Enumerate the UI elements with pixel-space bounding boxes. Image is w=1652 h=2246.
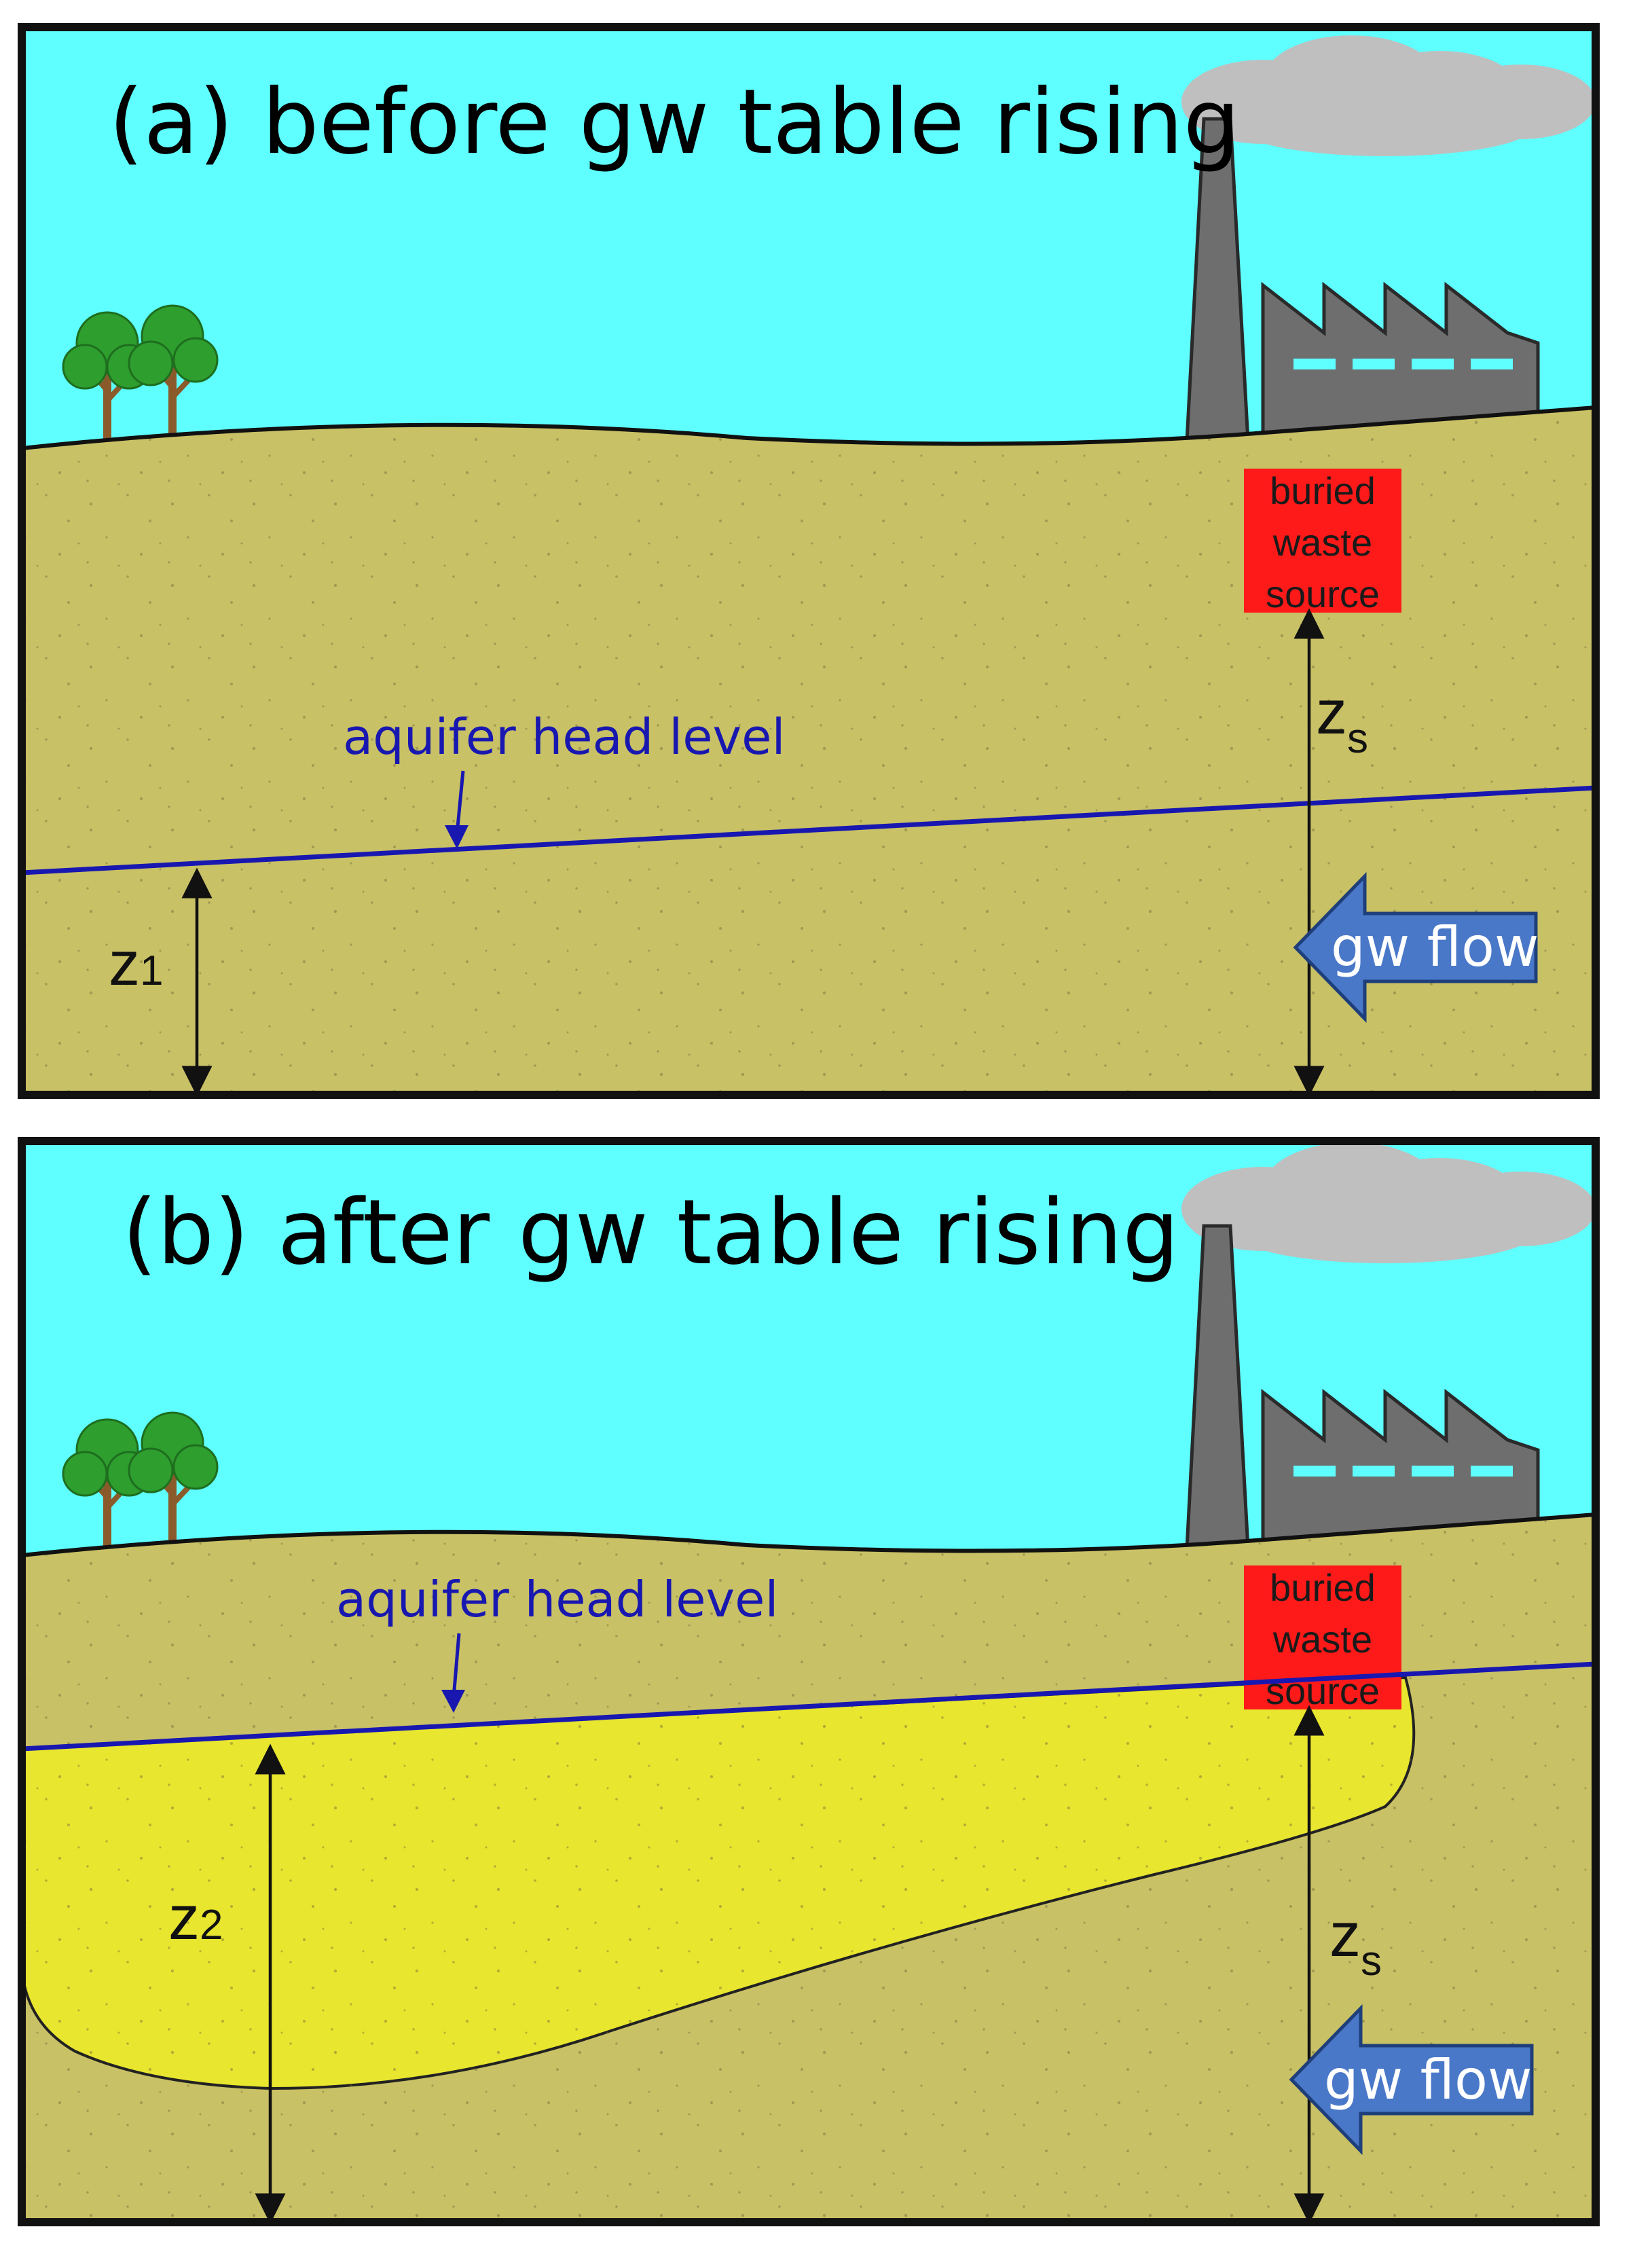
buried-waste-source — [1244, 1565, 1401, 1709]
aquifer-head-label: aquifer head level — [336, 1571, 778, 1628]
factory-windows — [1293, 359, 1513, 369]
panel-a: buried waste source aquifer head level z… — [22, 27, 1596, 1095]
panel-a-title: (a) before gw table rising — [109, 70, 1240, 175]
gw-flow-arrow — [1293, 871, 1538, 1024]
aquifer-pointer-arrowhead — [445, 825, 469, 849]
waste-label-line-2: waste — [1272, 521, 1372, 564]
gw-flow-arrow — [1289, 2004, 1534, 2156]
aquifer-head-label: aquifer head level — [343, 708, 785, 765]
waste-label-line-1: buried — [1270, 469, 1376, 512]
panel-b-title: (b) after gw table rising — [122, 1180, 1179, 1285]
panel-b: buried waste source aquifer head level z… — [22, 1141, 1596, 2222]
factory-building — [1261, 1388, 1540, 1551]
buried-waste-source — [1244, 469, 1401, 613]
waste-label-line-1: buried — [1270, 1566, 1376, 1609]
panel-b-frame — [18, 1137, 1600, 2226]
aquifer-pointer-arrowhead — [441, 1690, 465, 1713]
zs-label: zs — [1329, 1900, 1382, 1985]
tree-icon — [62, 304, 219, 441]
z1-label: z1 — [109, 929, 163, 998]
smoke-cloud — [1181, 35, 1596, 156]
aquifer-head-line — [22, 1661, 1596, 1752]
panel-a-frame — [18, 23, 1600, 1099]
z2-label: z2 — [168, 1883, 223, 1953]
factory-building — [1261, 281, 1540, 443]
gw-flow-label: gw flow — [1324, 2048, 1532, 2112]
tree-icon — [62, 1411, 219, 1548]
aquifer-label-pointer — [455, 770, 465, 835]
aquifer-label-pointer — [452, 1633, 461, 1699]
waste-label-line-2: waste — [1272, 1618, 1372, 1661]
gw-flow-label: gw flow — [1331, 916, 1539, 979]
factory-windows — [1293, 1466, 1513, 1477]
aquifer-head-line — [22, 785, 1596, 875]
waste-label-line-3: source — [1266, 573, 1380, 615]
zs-label: zs — [1316, 678, 1368, 762]
